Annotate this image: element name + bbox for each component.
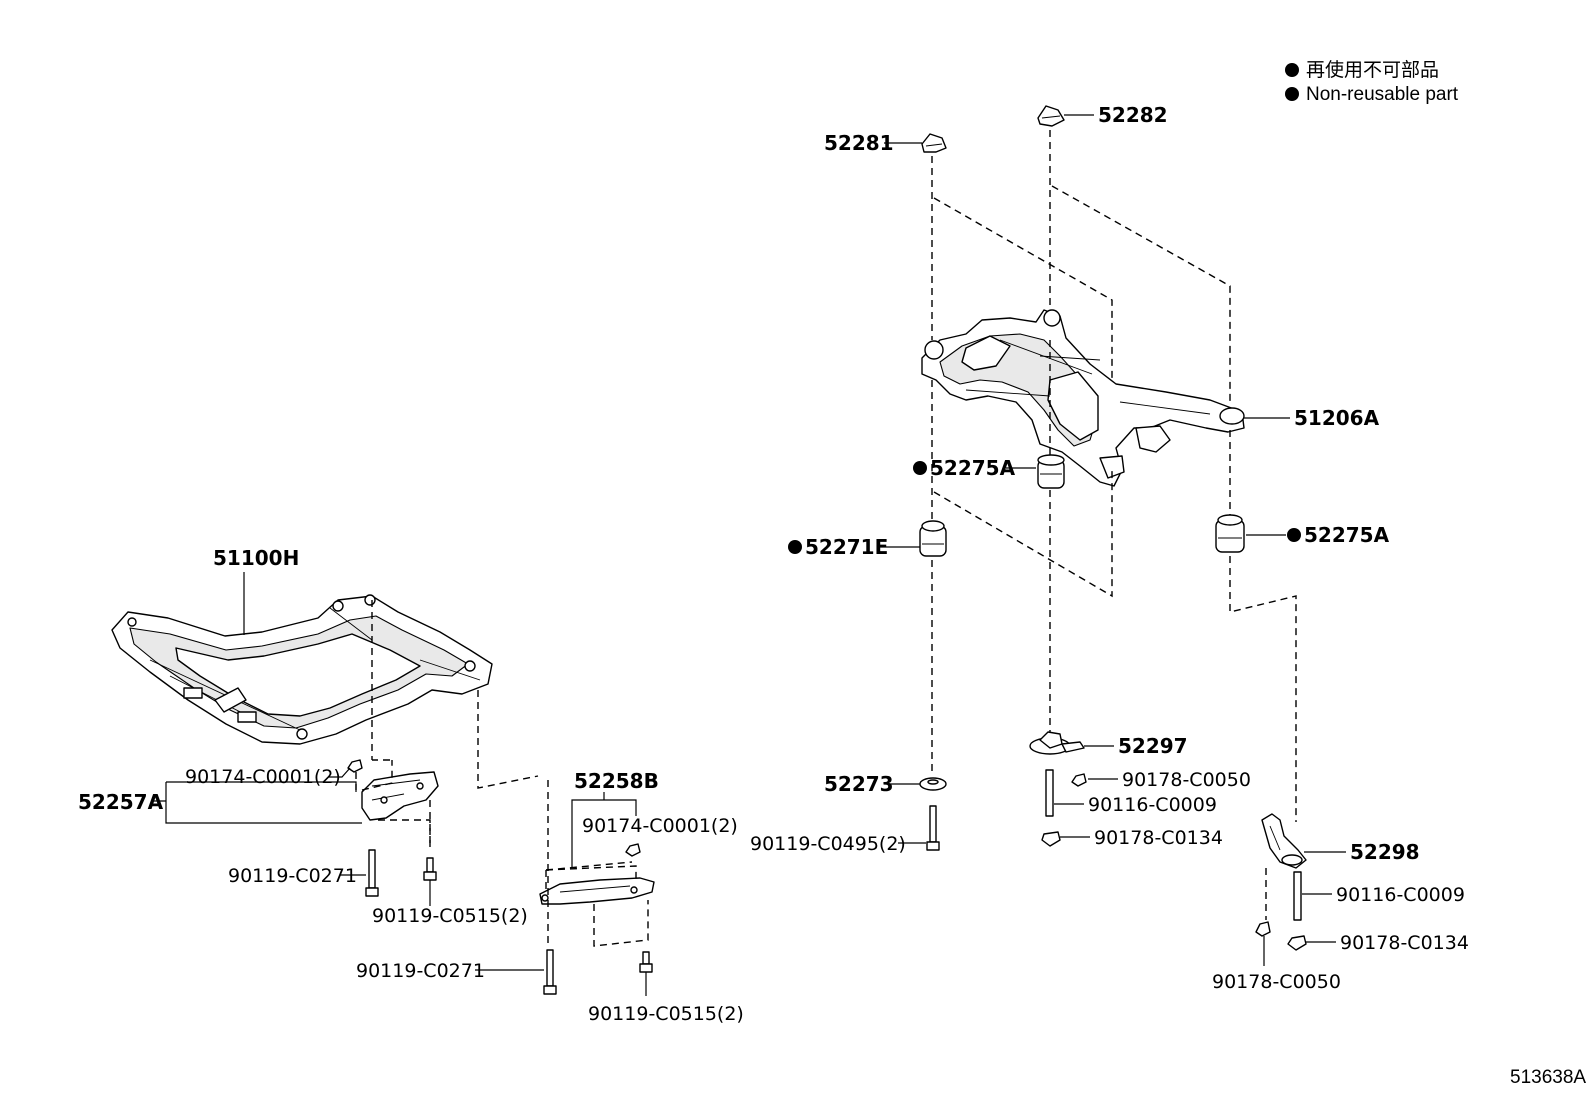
part-label-52275A-right: 52275A <box>1304 523 1390 547</box>
part-label-90178-C0134-right: 90178-C0134 <box>1340 932 1469 954</box>
part-label-90116-C0009-center: 90116-C0009 <box>1088 794 1217 816</box>
nut-90174-right <box>625 843 641 857</box>
bracket-52257A <box>361 771 439 821</box>
part-label-52297: 52297 <box>1118 734 1188 758</box>
part-label-90119-C0515-right: 90119-C0515(2) <box>588 1003 744 1025</box>
nut-90174-left <box>347 759 363 773</box>
bushing-52275A-right <box>1215 514 1245 553</box>
non-reusable-bullet-icon <box>1285 63 1299 77</box>
nut-90178-C0134-center <box>1041 831 1061 847</box>
non-reusable-bullet-icon <box>913 461 927 475</box>
part-label-90174-right: 90174-C0001(2) <box>582 815 738 837</box>
legend: 再使用不可部品 Non-reusable part <box>1285 59 1459 105</box>
nut-90178-C0134-right <box>1287 935 1307 951</box>
bolt-90119-C0515-right <box>639 951 653 973</box>
part-label-52257A: 52257A <box>78 790 164 814</box>
part-label-90119-C0271-right: 90119-C0271 <box>356 960 485 982</box>
diagram-id: 513638A <box>1510 1067 1586 1088</box>
part-label-52281: 52281 <box>824 131 894 155</box>
part-label-90178-C0134-center: 90178-C0134 <box>1094 827 1223 849</box>
part-label-90116-C0009-right: 90116-C0009 <box>1336 884 1465 906</box>
rear-crossmember-51206A <box>921 309 1245 487</box>
legend-text-jp: 再使用不可部品 <box>1306 59 1439 81</box>
part-label-90174-left: 90174-C0001(2) <box>185 766 341 788</box>
part-label-52271E: 52271E <box>805 535 888 559</box>
legend-text-en: Non-reusable part <box>1306 84 1459 105</box>
bolt-90119-C0495 <box>926 805 940 851</box>
non-reusable-bullet-icon <box>1287 528 1301 542</box>
washer-52273 <box>919 777 947 791</box>
bushing-52271E <box>919 520 947 557</box>
part-label-52298: 52298 <box>1350 840 1420 864</box>
damper-52297 <box>1029 731 1085 755</box>
nut-90178-C0050-center <box>1071 773 1087 787</box>
bracket-52298 <box>1261 813 1307 869</box>
part-label-52273: 52273 <box>824 772 894 796</box>
part-label-90178-C0050-center: 90178-C0050 <box>1122 769 1251 791</box>
part-label-90119-C0495: 90119-C0495(2) <box>750 833 906 855</box>
non-reusable-bullet-icon <box>1285 87 1299 101</box>
bolt-90119-C0515-left <box>423 857 437 881</box>
bolt-90119-C0271-right <box>543 949 557 995</box>
part-label-52282: 52282 <box>1098 103 1168 127</box>
stopper-52281 <box>921 133 947 153</box>
part-label-90119-C0271-left: 90119-C0271 <box>228 865 357 887</box>
stopper-52282 <box>1037 105 1065 127</box>
part-label-90178-C0050-right: 90178-C0050 <box>1212 971 1341 993</box>
part-label-51206A: 51206A <box>1294 406 1380 430</box>
bolt-90119-C0271-left <box>365 849 379 897</box>
part-label-52275A-center: 52275A <box>930 456 1016 480</box>
nut-90178-C0050-right <box>1255 921 1271 937</box>
non-reusable-bullet-icon <box>788 540 802 554</box>
part-label-51100H: 51100H <box>213 546 299 570</box>
bushing-52275A-center <box>1037 454 1065 489</box>
part-label-90119-C0515-left: 90119-C0515(2) <box>372 905 528 927</box>
stud-90116-C0009-center <box>1045 769 1054 817</box>
stud-90116-C0009-right <box>1293 871 1302 921</box>
front-crossmember-51100H <box>111 594 493 745</box>
bracket-52258B <box>539 877 655 905</box>
part-label-52258B: 52258B <box>574 769 659 793</box>
